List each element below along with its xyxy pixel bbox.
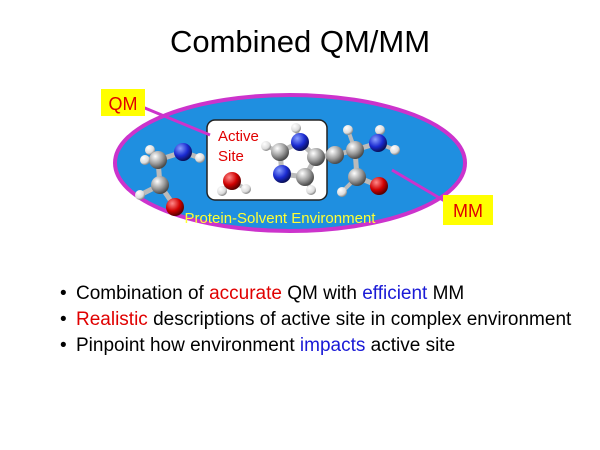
bullet-text-segment: QM with [281,283,363,304]
qm-label: QM [109,94,138,114]
right-molecule-icon [326,125,400,197]
mm-label: MM [453,201,483,221]
qm-pointer-line [139,104,211,137]
bullet-text-segment: impacts [299,335,366,356]
left-molecule-icon [135,143,205,216]
bullet-marker: • [60,309,67,330]
active-site-label-line2: Site [218,148,244,165]
water-molecule-icon [217,172,251,196]
bullet-marker: • [60,335,67,356]
slide-title: Combined QM/MM [169,24,431,59]
bullet-item: • Pinpoint how environment impacts active… [60,334,580,357]
bullet-text-segment: accurate [209,283,282,304]
bullet-item: • Realistic descriptions of active site i… [60,308,580,331]
bullet-text-segment: MM [427,283,465,304]
bullet-text-segment: Combination of [76,283,210,304]
active-site-label-line1: Active [218,128,259,145]
environment-label: Protein-Solvent Environment [185,210,377,227]
bullet-text-segment: descriptions of active site in complex e… [147,309,572,330]
bullet-text-segment: Pinpoint how environment [76,335,300,356]
bullet-text-segment: Realistic [76,309,148,330]
qm-label-box [101,89,145,116]
mm-pointer-line [391,168,449,205]
bullet-list: • Combination of accurate QM with efficie… [60,282,580,360]
mm-label-box [443,195,493,225]
bullet-text-segment: efficient [362,283,428,304]
bullet-text-segment: active site [365,335,456,356]
bullet-marker: • [60,283,67,304]
bullet-item: • Combination of accurate QM with efficie… [60,282,580,305]
